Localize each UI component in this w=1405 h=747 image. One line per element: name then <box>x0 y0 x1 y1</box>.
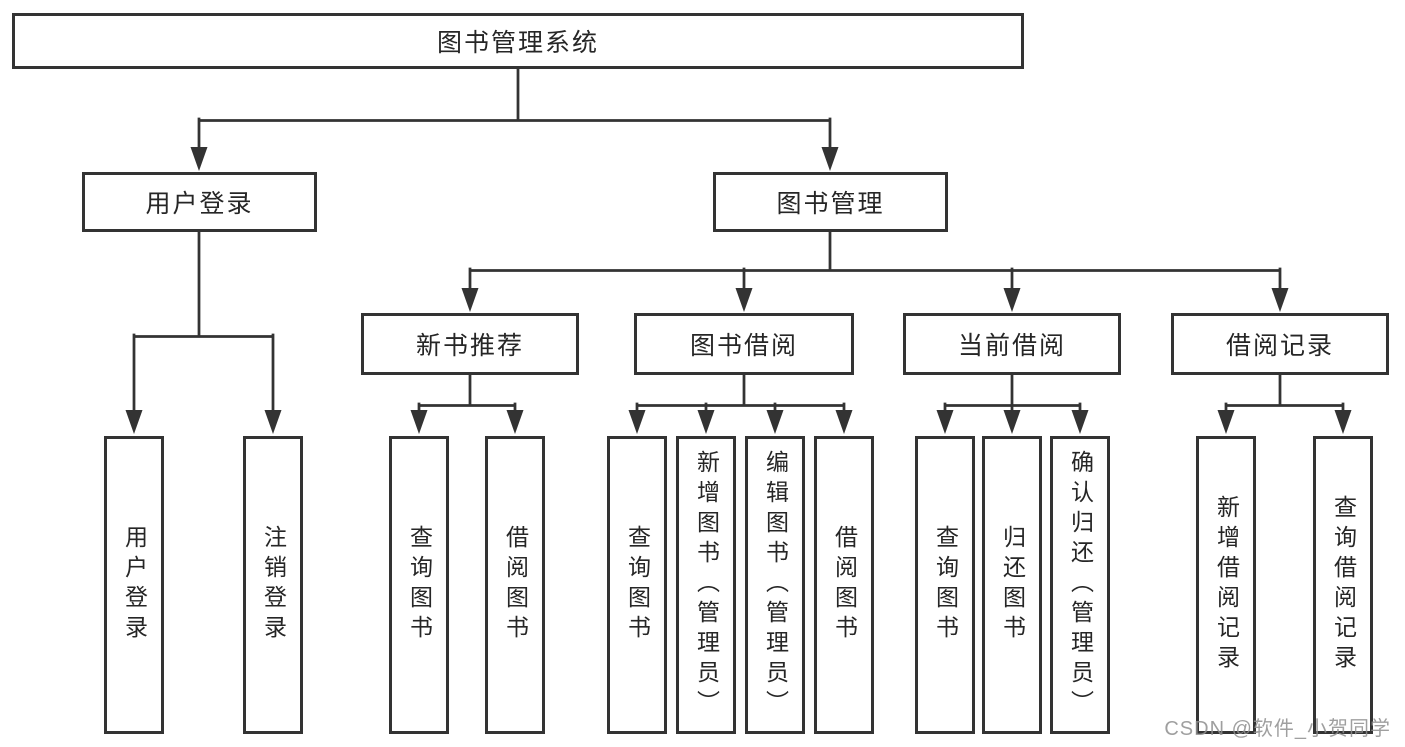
arrow-down-icon <box>125 410 143 434</box>
node-book-management: 图书管理 <box>713 172 948 232</box>
node-book-borrow: 图书借阅 <box>634 313 854 375</box>
arrow-down-icon <box>410 410 428 434</box>
node-user-login: 用户登录 <box>104 436 164 734</box>
node-user-login-group: 用户登录 <box>82 172 317 232</box>
connector-borrow-records-to-leaves <box>1224 373 1345 414</box>
arrow-down-icon <box>1003 410 1021 434</box>
connector-book-borrow-to-leaves <box>635 373 846 414</box>
connector-user-login-to-leaves <box>132 230 275 414</box>
node-records-add-record: 新增借阅记录 <box>1196 436 1256 734</box>
node-recommend-query-book: 查询图书 <box>389 436 449 734</box>
arrow-down-icon <box>821 147 839 171</box>
arrow-down-icon <box>461 288 479 312</box>
arrow-down-icon <box>735 288 753 312</box>
arrow-down-icon <box>766 410 784 434</box>
node-current-return-book: 归还图书 <box>982 436 1042 734</box>
arrow-down-icon <box>506 410 524 434</box>
connector-current-borrow-to-leaves <box>943 373 1082 414</box>
node-current-borrow: 当前借阅 <box>903 313 1121 375</box>
arrow-down-icon <box>1217 410 1235 434</box>
node-new-book-recommend: 新书推荐 <box>361 313 579 375</box>
node-recommend-borrow-book: 借阅图书 <box>485 436 545 734</box>
node-borrow-borrow-book: 借阅图书 <box>814 436 874 734</box>
node-records-query-record: 查询借阅记录 <box>1313 436 1373 734</box>
connector-new-book-recommend-to-leaves <box>417 373 517 414</box>
node-current-confirm-return-admin: 确认归还（管理员） <box>1050 436 1110 734</box>
node-root: 图书管理系统 <box>12 13 1024 69</box>
arrow-down-icon <box>190 147 208 171</box>
csdn-watermark: CSDN @软件_小贺同学 <box>1164 718 1391 740</box>
node-current-query-book: 查询图书 <box>915 436 975 734</box>
arrow-down-icon <box>697 410 715 434</box>
connector-root-to-level2 <box>197 67 832 152</box>
arrow-down-icon <box>628 410 646 434</box>
arrow-down-icon <box>835 410 853 434</box>
connector-book-management-to-level3 <box>468 230 1282 292</box>
node-borrow-edit-book-admin: 编辑图书（管理员） <box>745 436 805 734</box>
node-borrow-query-book: 查询图书 <box>607 436 667 734</box>
arrow-down-icon <box>1003 288 1021 312</box>
node-logout-login: 注销登录 <box>243 436 303 734</box>
arrow-down-icon <box>1334 410 1352 434</box>
arrow-down-icon <box>1271 288 1289 312</box>
arrow-down-icon <box>936 410 954 434</box>
arrow-down-icon <box>264 410 282 434</box>
node-borrow-records: 借阅记录 <box>1171 313 1389 375</box>
arrow-down-icon <box>1071 410 1089 434</box>
node-borrow-add-book-admin: 新增图书（管理员） <box>676 436 736 734</box>
